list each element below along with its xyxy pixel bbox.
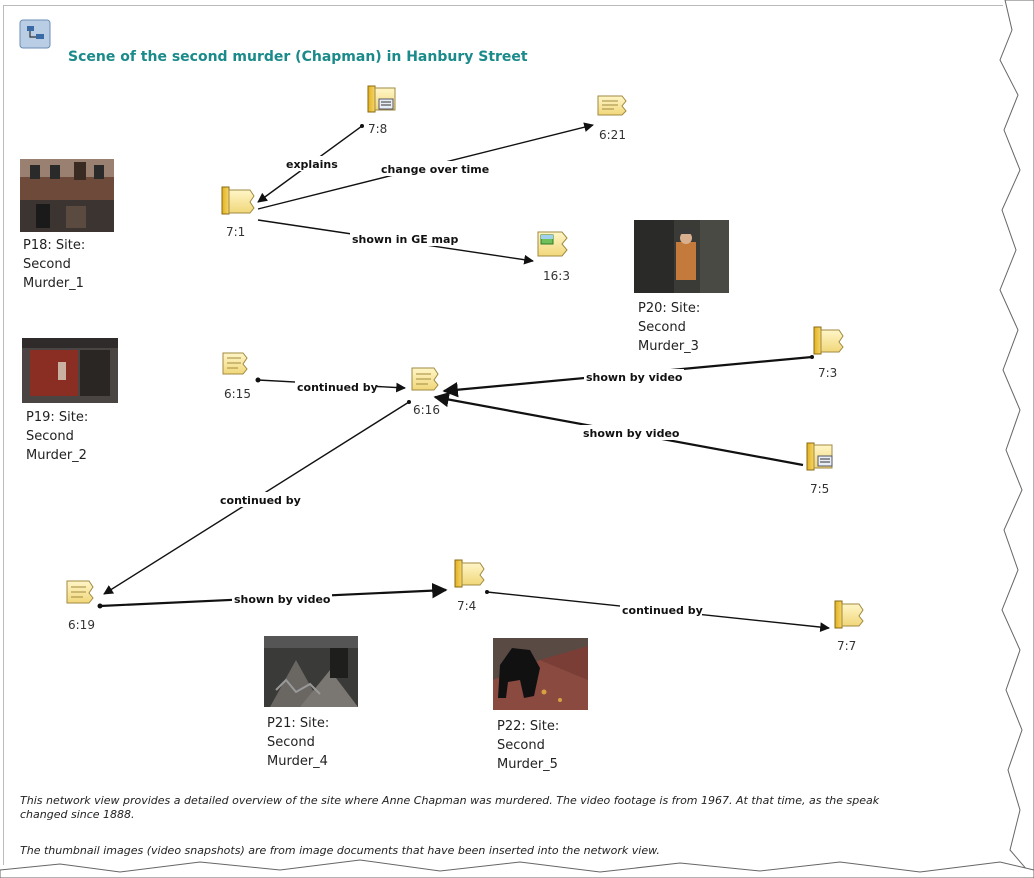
node-7-8[interactable]: 7:8 (367, 85, 396, 136)
edge-7-5-to-6-16[interactable]: shown by video (433, 391, 804, 467)
text-document-icon (66, 580, 94, 604)
edge-7-3-to-6-16[interactable]: shown by video (442, 355, 813, 398)
image-document-icon (537, 231, 568, 257)
thumbnail-label-p22: P22: Site: Second Murder_5 (497, 719, 560, 772)
video-document-icon (813, 326, 844, 355)
node-label: 7:3 (818, 366, 837, 380)
edge-label-change-over-time: change over time (381, 163, 489, 176)
node-7-3[interactable]: 7:3 (813, 326, 844, 380)
text-document-icon (222, 352, 248, 375)
network-view-icon[interactable] (19, 19, 51, 49)
edge-label-shown-by-video-3: shown by video (234, 593, 331, 606)
thumbnail-label-p19: P19: Site: Second Murder_2 (26, 410, 89, 463)
thumbnail-image-p20[interactable] (634, 220, 729, 293)
edge-explains[interactable]: explains (257, 125, 363, 203)
thumbnail-image-p22[interactable] (493, 638, 588, 710)
node-6-21[interactable]: 6:21 (597, 95, 627, 142)
edge-label-shown-in-ge-map: shown in GE map (352, 233, 458, 246)
node-7-7[interactable]: 7:7 (834, 600, 864, 653)
thumbnail-image-p21[interactable] (264, 636, 358, 707)
node-label: 6:21 (599, 128, 626, 142)
edge-label-continued-by-2: continued by (220, 494, 301, 507)
edge-6-15-to-6-16[interactable]: continued by (257, 379, 406, 394)
diagram-title: Scene of the second murder (Chapman) in … (68, 49, 528, 65)
edge-6-19-to-7-4[interactable]: shown by video (99, 582, 448, 608)
node-label: 7:7 (837, 639, 856, 653)
node-label: 6:15 (224, 387, 251, 401)
node-label: 6:16 (413, 403, 440, 417)
torn-edge-bottom (0, 859, 1034, 878)
video-document-icon (454, 559, 485, 588)
node-label: 16:3 (543, 269, 570, 283)
node-label: 7:1 (226, 225, 245, 239)
node-label: 7:8 (368, 122, 387, 136)
edge-shown-in-ge-map[interactable]: shown in GE map (257, 219, 534, 265)
thumbnail-image-p18[interactable] (20, 159, 114, 232)
edge-6-16-to-6-19[interactable]: continued by (103, 401, 410, 595)
edge-label-continued-by-3: continued by (622, 604, 703, 617)
edge-label-shown-by-video-2: shown by video (583, 427, 680, 440)
thumbnail-label-p21: P21: Site: Second Murder_4 (267, 716, 330, 769)
edge-label-shown-by-video-1: shown by video (586, 371, 683, 384)
caption-line-3: The thumbnail images (video snapshots) a… (20, 844, 660, 857)
node-6-15[interactable]: 6:15 (222, 352, 251, 401)
text-document-icon (597, 95, 627, 116)
node-16-3[interactable]: 16:3 (537, 231, 570, 283)
node-label: 7:4 (457, 599, 476, 613)
top-border (3, 5, 1003, 6)
node-7-1[interactable]: 7:1 (221, 186, 255, 239)
video-document-icon (834, 600, 864, 629)
video-document-icon (221, 186, 255, 215)
text-document-icon (411, 367, 439, 391)
node-7-4[interactable]: 7:4 (454, 559, 485, 613)
node-label: 7:5 (810, 482, 829, 496)
thumbnail-image-p19[interactable] (22, 338, 118, 403)
thumbnail-label-p18: P18: Site: Second Murder_1 (23, 238, 86, 291)
node-6-19[interactable]: 6:19 (66, 580, 95, 632)
edge-label-explains: explains (286, 158, 338, 171)
left-border (3, 5, 4, 865)
node-6-16[interactable]: 6:16 (411, 367, 440, 417)
caption-line-2: changed since 1888. (20, 808, 135, 821)
thumbnail-label-p20: P20: Site: Second Murder_3 (638, 301, 701, 354)
edge-7-4-to-7-7[interactable]: continued by (486, 591, 830, 632)
node-label: 6:19 (68, 618, 95, 632)
node-7-5[interactable]: 7:5 (806, 442, 833, 496)
caption-line-1: This network view provides a detailed ov… (20, 794, 880, 807)
video-document-icon (367, 85, 396, 113)
torn-edge-right (999, 0, 1034, 878)
edge-endpoints (97, 124, 814, 609)
edge-label-continued-by-1: continued by (297, 381, 378, 394)
edge-change-over-time[interactable]: change over time (257, 122, 594, 210)
video-document-icon (806, 442, 833, 471)
